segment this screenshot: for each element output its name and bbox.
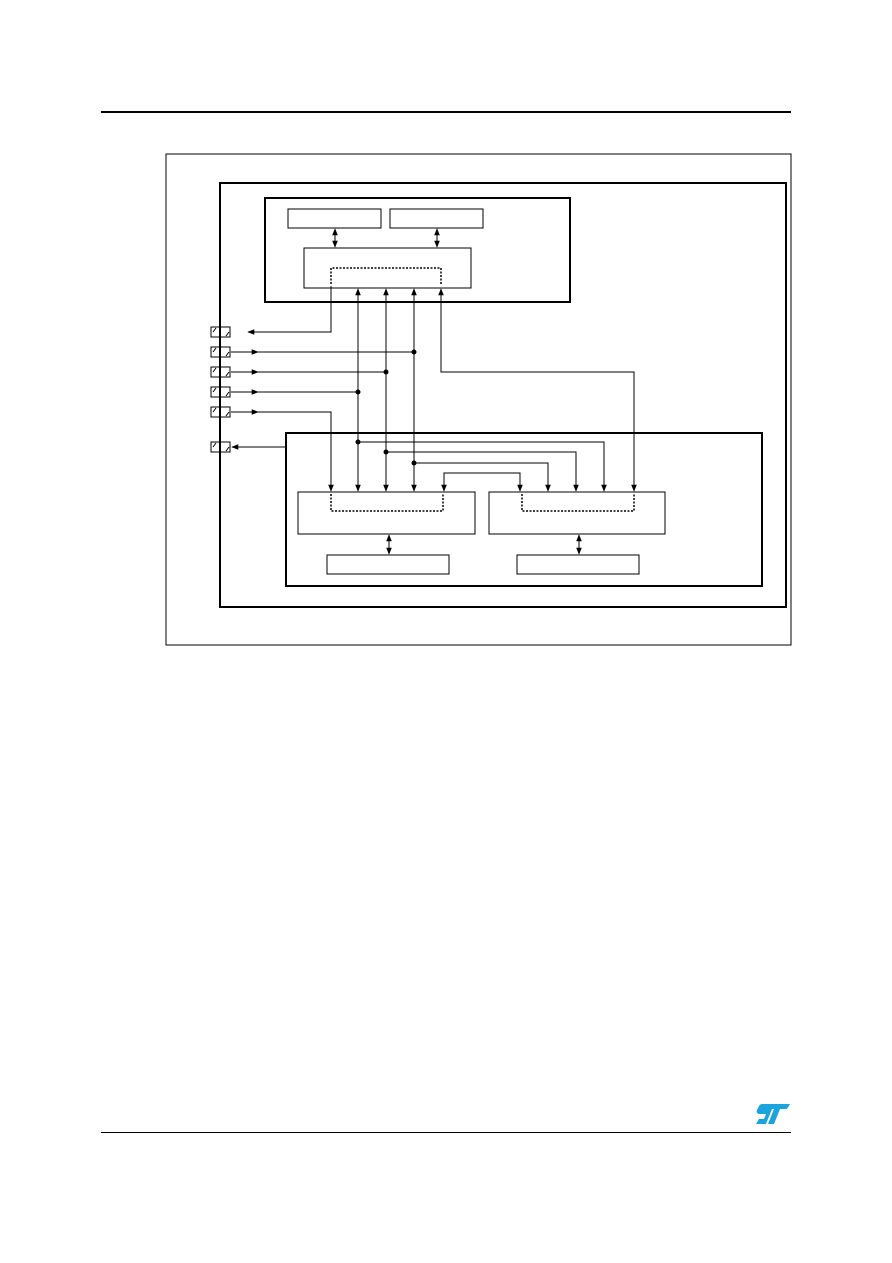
upper-sub-box-left <box>287 208 382 229</box>
lower-right-dotted-path <box>521 494 635 512</box>
lower-sub-box-left <box>326 554 450 575</box>
junction-dot <box>355 439 361 445</box>
upper-core-dotted-path <box>330 267 442 284</box>
lower-left-dotted-path <box>330 494 444 512</box>
branch-a <box>358 441 607 492</box>
feedback-path <box>438 288 637 492</box>
junction-dot <box>355 389 361 395</box>
footer-rule <box>101 1132 791 1133</box>
wire-pin-1 <box>247 286 332 335</box>
pin-2-icon <box>210 346 231 358</box>
junction-dot <box>383 449 389 455</box>
pin-3-icon <box>210 366 231 378</box>
junction-dot <box>383 369 389 375</box>
pin-5-icon <box>210 406 231 418</box>
branch-c <box>414 462 551 492</box>
pin-1-icon <box>210 326 231 338</box>
upper-core-box <box>303 247 472 289</box>
upper-block <box>264 197 571 303</box>
device-outline <box>219 182 787 608</box>
loop-left-to-right <box>441 472 523 492</box>
header-rule <box>101 111 791 113</box>
lower-sub-box-right <box>516 554 640 575</box>
pin-6-icon <box>210 441 231 453</box>
pin-group <box>210 326 231 453</box>
pin-4-icon <box>210 386 231 398</box>
lower-block <box>285 432 763 587</box>
upper-sub-box-right <box>389 208 484 229</box>
junction-dots <box>355 349 417 466</box>
figure-frame <box>165 153 792 646</box>
lower-core-box-right <box>488 491 666 535</box>
junction-dot <box>411 349 417 355</box>
lower-core-box-left <box>297 491 476 535</box>
block-diagram <box>165 153 792 646</box>
signal-wiring <box>231 286 637 492</box>
junction-dot <box>411 460 417 466</box>
st-logo <box>756 1104 790 1124</box>
